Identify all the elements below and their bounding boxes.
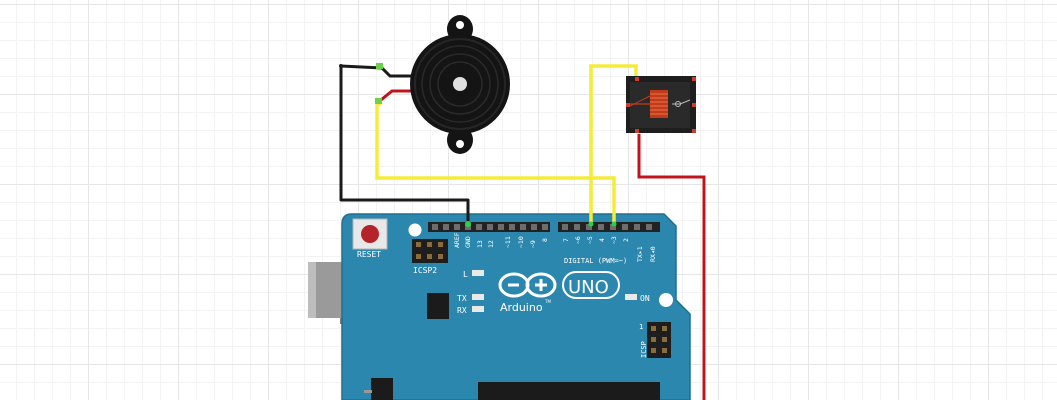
pin-label: ~9 (529, 240, 537, 248)
wire-endpoint (465, 221, 471, 227)
uno-label: UNO (568, 277, 609, 298)
arduino-logo-icon (498, 272, 557, 298)
pin-label: ~3 (610, 236, 618, 244)
led-l (472, 270, 484, 276)
usb-connector-face (308, 262, 316, 318)
reset-label: RESET (357, 250, 381, 259)
pin-label: 7 (562, 238, 570, 242)
led-rx-label: RX (457, 306, 467, 315)
wire-buzzer-signal-yellow[interactable] (375, 102, 616, 224)
icsp-pins (651, 326, 667, 353)
pin-label: ~5 (586, 236, 594, 244)
atmega-chip (478, 382, 660, 400)
led-rx (472, 306, 484, 312)
buzzer-center-hole (453, 77, 467, 91)
icsp-header (647, 322, 671, 358)
relay-module-icon[interactable] (626, 76, 696, 133)
pin-label: AREF (453, 232, 461, 248)
pin-labels-left: AREF GND 13 12 ~11 ~10 ~9 8 (453, 232, 549, 248)
buzzer-ring (421, 45, 499, 123)
pin-label: TX▸1 (636, 246, 644, 262)
led-on (625, 294, 637, 300)
reset-button-base (352, 218, 388, 250)
mounting-hole (408, 223, 422, 237)
pin-label: RX◂0 (649, 246, 657, 262)
buzzer-ring (437, 61, 483, 107)
icsp2-label: ICSP2 (413, 266, 437, 275)
relay-switch-icon (672, 99, 691, 107)
pin-label: 2 (622, 238, 630, 242)
icsp-label: ICSP (640, 341, 648, 358)
wire-endpoint (611, 221, 617, 227)
buzzer-lead-black (379, 65, 418, 78)
pin-label: ~6 (574, 236, 582, 244)
pin-label: 4 (598, 238, 606, 242)
voltage-regulator-tab (364, 390, 372, 393)
wire-relay-red[interactable] (637, 134, 706, 400)
wire-gnd-black[interactable] (339, 64, 470, 224)
buzzer-lead-tip (375, 98, 382, 104)
digital-header-right (558, 222, 660, 232)
voltage-regulator (371, 378, 393, 400)
mounting-hole (659, 293, 673, 307)
icsp2-pins (416, 242, 443, 259)
icsp-pin1-label: 1 (639, 323, 643, 331)
pin-label: 8 (541, 238, 549, 242)
relay-pins (626, 77, 696, 133)
buzzer-ring (429, 53, 491, 115)
digital-header-right-pins (562, 224, 652, 230)
arduino-trademark: TM (544, 299, 551, 304)
arduino-wordmark: Arduino (500, 301, 543, 314)
wire-relay-signal-yellow[interactable] (589, 64, 638, 224)
uno-badge (562, 271, 620, 299)
wire-endpoint (588, 221, 594, 227)
pin-label: 12 (487, 240, 495, 248)
wire-endpoint (339, 64, 343, 68)
pin-label: GND (464, 236, 472, 248)
led-on-label: ON (640, 294, 650, 303)
piezo-buzzer-icon[interactable] (375, 15, 510, 154)
buzzer-lead-red (380, 89, 418, 102)
led-tx (472, 294, 484, 300)
buzzer-ring (414, 38, 506, 130)
pin-label: 13 (476, 240, 484, 248)
led-l-label: L (463, 270, 468, 279)
arduino-uno-board[interactable]: RESET ICSP2 AREF GND (308, 213, 691, 400)
small-chip (427, 293, 449, 319)
pin-label: ~10 (517, 236, 525, 248)
buzzer-lug-hole (456, 140, 464, 148)
buzzer-lead-tip (376, 63, 383, 69)
pin-labels-right: 7 ~6 ~5 4 ~3 2 TX▸1 RX◂0 (562, 236, 657, 262)
relay-coil-icon (629, 90, 668, 118)
pin-label: ~11 (504, 236, 512, 248)
buzzer-lug-hole (456, 21, 464, 29)
led-tx-label: TX (457, 294, 467, 303)
reset-button[interactable] (361, 225, 379, 243)
digital-label: DIGITAL (PWM=~) (564, 257, 627, 265)
